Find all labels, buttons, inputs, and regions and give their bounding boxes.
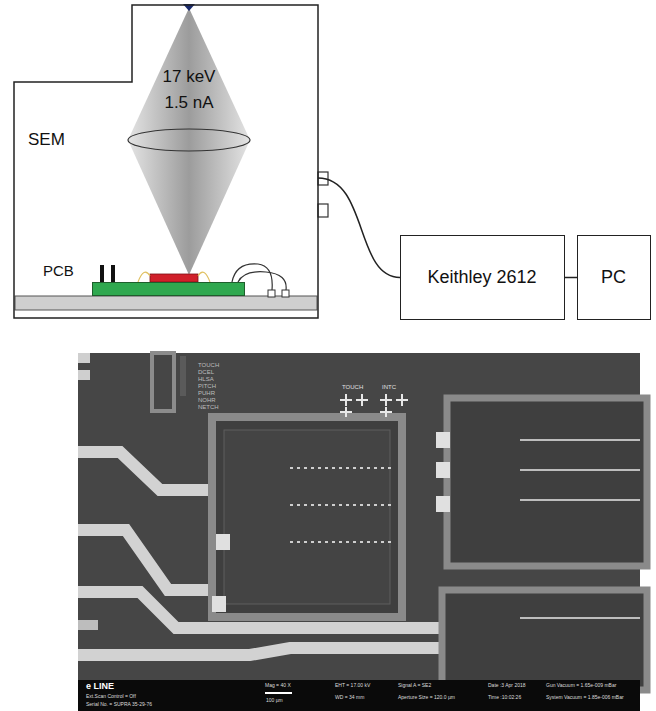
contact bbox=[268, 290, 275, 297]
micrograph-text: System Vacuum = 1.85e-006 mBar bbox=[546, 695, 624, 700]
sem-micrograph bbox=[78, 353, 647, 711]
micrograph-text: e LINE bbox=[86, 682, 114, 691]
pin bbox=[111, 265, 115, 282]
micrograph-text: PUHR bbox=[198, 390, 215, 396]
micrograph-text: Ext.Scan Control = Off bbox=[86, 694, 136, 699]
micrograph-text: Aperture Size = 120.0 µm bbox=[398, 695, 455, 700]
micrograph-text: NETCH bbox=[198, 404, 219, 410]
instrument-box: Keithley 2612 bbox=[400, 235, 565, 320]
micrograph-text: PITCH bbox=[198, 383, 216, 389]
micrograph-text: Mag = 40 X bbox=[265, 683, 291, 688]
micrograph-text: HLSA bbox=[198, 376, 214, 382]
label-text: PCB bbox=[43, 263, 74, 278]
micrograph-text: TOUCH bbox=[198, 362, 219, 368]
micrograph-text: WD = 34 mm bbox=[335, 695, 364, 700]
pcb-board: PCB bbox=[92, 282, 245, 296]
connection-line bbox=[565, 277, 577, 279]
micrograph-text: INTC bbox=[382, 384, 396, 390]
micrograph-text: NOHR bbox=[198, 397, 216, 403]
wire bbox=[238, 272, 286, 290]
label-text: Keithley 2612 bbox=[427, 268, 536, 286]
contact bbox=[282, 290, 289, 297]
micrograph-text: EHT = 17.00 kV bbox=[335, 683, 370, 688]
beam-parameter: 1.5 nA bbox=[164, 94, 213, 111]
port bbox=[318, 204, 328, 217]
sem-chamber: SEM PCB bbox=[14, 5, 318, 318]
micrograph-text: Serial No. = SUPRA 35-29-76 bbox=[86, 702, 152, 707]
micrograph-text: DCEL bbox=[198, 369, 214, 375]
beam-parameter: 17 keV bbox=[163, 68, 216, 85]
stage-floor bbox=[15, 296, 317, 310]
micrograph-text: TOUCH bbox=[342, 384, 363, 390]
label-text: SEM bbox=[28, 131, 65, 148]
lens bbox=[128, 129, 250, 151]
scale-bar bbox=[265, 692, 292, 694]
micrograph-text: 100 µm bbox=[266, 698, 283, 703]
label-text: PC bbox=[601, 268, 626, 286]
computer-box: PC bbox=[577, 235, 651, 320]
pin bbox=[100, 265, 104, 282]
micrograph-text: Time :10:02:26 bbox=[488, 695, 521, 700]
electron-beam bbox=[128, 8, 250, 275]
chip bbox=[150, 274, 198, 282]
cable bbox=[318, 178, 400, 278]
micrograph-text: Date :3 Apr 2018 bbox=[488, 683, 526, 688]
bond-wire bbox=[198, 272, 210, 282]
micrograph-text: Signal A = SE2 bbox=[398, 683, 431, 688]
micrograph-text: Gun Vacuum = 1.65e-009 mBar bbox=[546, 683, 616, 688]
bond-wire bbox=[138, 272, 150, 282]
